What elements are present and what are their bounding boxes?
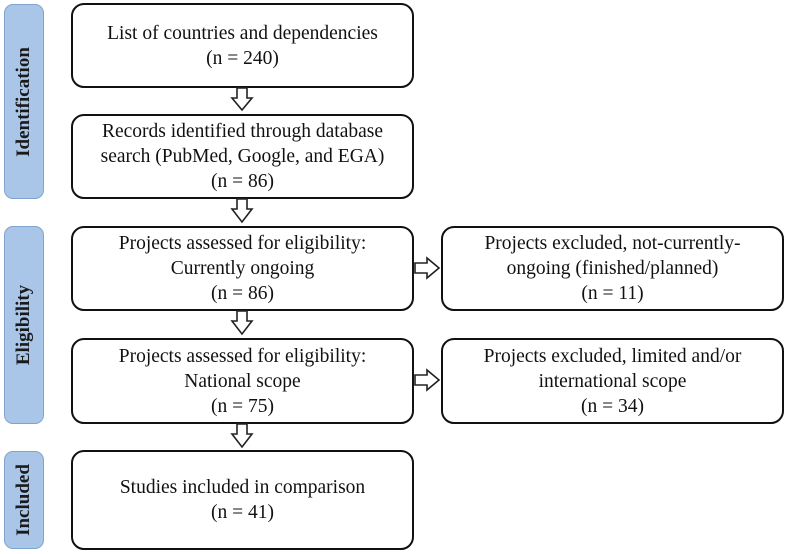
phase-included: Included <box>4 451 44 549</box>
box-excluded-scope-count: (n = 34) <box>581 395 644 417</box>
box-national-line2: National scope <box>184 370 301 392</box>
box-records-line2: search (PubMed, Google, and EGA) <box>100 146 385 167</box>
box-excluded-scope-line2: international scope <box>538 370 687 392</box>
box-excluded-scope-line1: Projects excluded, limited and/or <box>483 345 742 367</box>
box-included-count: (n = 41) <box>211 502 274 523</box>
box-national-line1: Projects assessed for eligibility: <box>118 345 367 367</box>
box-excluded-ongoing: Projects excluded, not-currently- ongoin… <box>441 226 784 311</box>
box-records-count: (n = 86) <box>211 171 274 192</box>
box-included-line1: Studies included in comparison <box>119 477 366 498</box>
box-ongoing-line2: Currently ongoing <box>170 258 315 279</box>
phase-identification: Identification <box>4 4 44 199</box>
box-ongoing-count: (n = 86) <box>211 283 274 304</box>
box-national-count: (n = 75) <box>211 395 274 417</box>
box-national: Projects assessed for eligibility: Natio… <box>71 338 414 424</box>
arrow-down-4 <box>230 423 254 449</box>
box-records: Records identified through database sear… <box>71 114 414 199</box>
arrow-right-1 <box>414 256 441 280</box>
arrow-down-2 <box>230 198 254 224</box>
box-records-line1: Records identified through database <box>101 121 384 142</box>
box-excluded-ongoing-line2: ongoing (finished/planned) <box>506 258 719 279</box>
box-countries-count: (n = 240) <box>206 47 279 69</box>
box-ongoing: Projects assessed for eligibility: Curre… <box>71 226 414 311</box>
box-excluded-ongoing-count: (n = 11) <box>581 283 644 304</box>
box-included: Studies included in comparison (n = 41) <box>71 450 414 550</box>
box-excluded-ongoing-line1: Projects excluded, not-currently- <box>484 233 741 254</box>
box-ongoing-line1: Projects assessed for eligibility: <box>118 233 367 254</box>
arrow-right-2 <box>414 368 441 392</box>
arrow-down-1 <box>230 87 254 112</box>
box-countries-line1: List of countries and dependencies <box>107 22 378 44</box>
box-countries: List of countries and dependencies (n = … <box>71 3 414 88</box>
box-excluded-scope: Projects excluded, limited and/or intern… <box>441 338 784 424</box>
phase-eligibility: Eligibility <box>4 226 44 424</box>
arrow-down-3 <box>230 310 254 336</box>
